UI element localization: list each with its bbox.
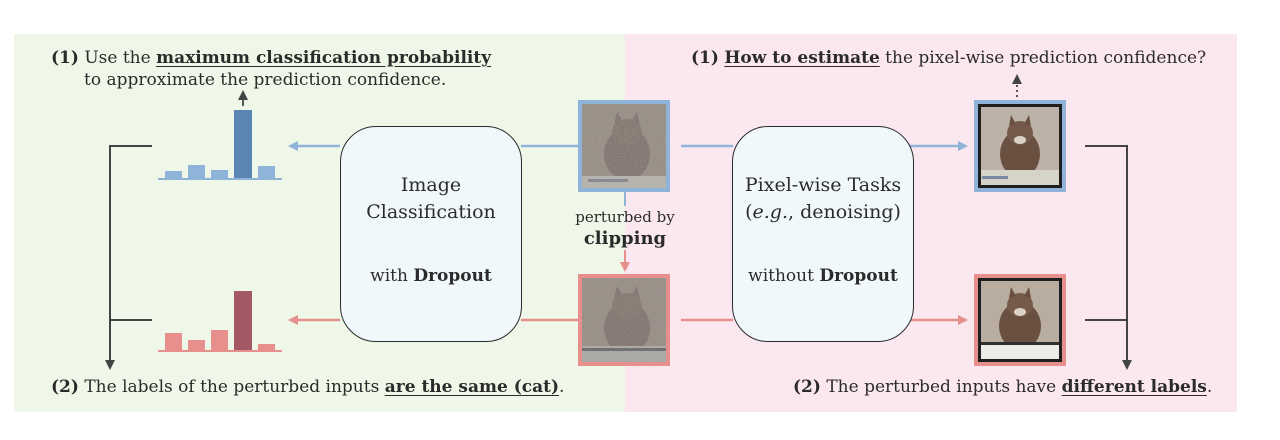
- perturbation-label-line2: clipping: [583, 228, 667, 249]
- left-step1-line2: to approximate the prediction confidence…: [84, 69, 446, 91]
- box-sub-prefix: with: [370, 266, 408, 286]
- right-step2-end: .: [1206, 377, 1213, 397]
- box-title-line1: Pixel-wise Tasks: [744, 174, 902, 196]
- right-step2-text: The perturbed inputs have: [826, 377, 1057, 397]
- box-title-line1: Image: [400, 174, 462, 196]
- right-step2-emph: different labels: [1061, 377, 1207, 397]
- right-step2: (2) The perturbed inputs have different …: [793, 376, 1212, 398]
- left-step1-emph: maximum classification probability: [156, 48, 492, 68]
- left-step2-text: The labels of the perturbed inputs: [84, 377, 380, 397]
- right-bracket: [1085, 145, 1132, 370]
- right-step1-prefix: (1): [691, 48, 719, 68]
- left-step1-text-b: to approximate the prediction confidence…: [84, 70, 447, 90]
- cat-photo-icon: [578, 274, 670, 366]
- perturbation-label: perturbed by clipping: [560, 207, 690, 249]
- hist-bar: [188, 165, 205, 178]
- hist-bar: [188, 340, 205, 350]
- hist-bar: [165, 333, 182, 350]
- right-step2-prefix: (2): [793, 377, 821, 397]
- cat-photo-icon: [974, 274, 1066, 366]
- histogram-blue: [158, 90, 282, 180]
- box-sub-emph: Dropout: [413, 266, 492, 286]
- hist-bar: [258, 166, 275, 178]
- right-step1: (1) How to estimate the pixel-wise predi…: [691, 47, 1206, 69]
- right-step1-emph: How to estimate: [724, 48, 880, 68]
- pixel-wise-tasks-box: Pixel-wise Tasks (e.g., denoising) witho…: [732, 126, 914, 342]
- left-bracket: [105, 145, 152, 370]
- histogram-red: [158, 291, 282, 352]
- hist-bar: [211, 330, 228, 350]
- hist-bar: [211, 170, 228, 178]
- left-step1-prefix: (1): [51, 48, 79, 68]
- hist-bar: [258, 344, 275, 350]
- box-sub-emph: Dropout: [819, 266, 898, 286]
- box-title-italic: e.g.: [752, 201, 789, 223]
- box-title-rest: , denoising): [788, 201, 901, 223]
- left-step1-text-a: Use the: [84, 48, 151, 68]
- left-panel-background: [14, 34, 625, 412]
- box-title-line2: (e.g., denoising): [733, 199, 913, 226]
- box-sub-prefix: without: [748, 266, 814, 286]
- left-step2: (2) The labels of the perturbed inputs a…: [51, 376, 564, 398]
- left-step2-end: .: [559, 377, 565, 397]
- cat-photo-icon: [578, 100, 670, 192]
- right-panel-background: [625, 34, 1237, 412]
- box-title-open: (: [745, 201, 753, 223]
- left-step2-prefix: (2): [51, 377, 79, 397]
- right-step1-text: the pixel-wise prediction confidence?: [885, 48, 1207, 68]
- left-step2-emph: are the same (cat): [384, 377, 560, 397]
- perturbation-label-line1: perturbed by: [575, 208, 675, 226]
- box-title-line2: Classification: [366, 201, 496, 223]
- hist-bar: [234, 291, 252, 350]
- image-classification-box: Image Classification with Dropout: [340, 126, 522, 342]
- cat-photo-icon: [974, 100, 1066, 192]
- hist-bar: [165, 171, 182, 178]
- hist-bar: [234, 110, 252, 178]
- left-step1-line1: (1) Use the maximum classification proba…: [51, 47, 491, 69]
